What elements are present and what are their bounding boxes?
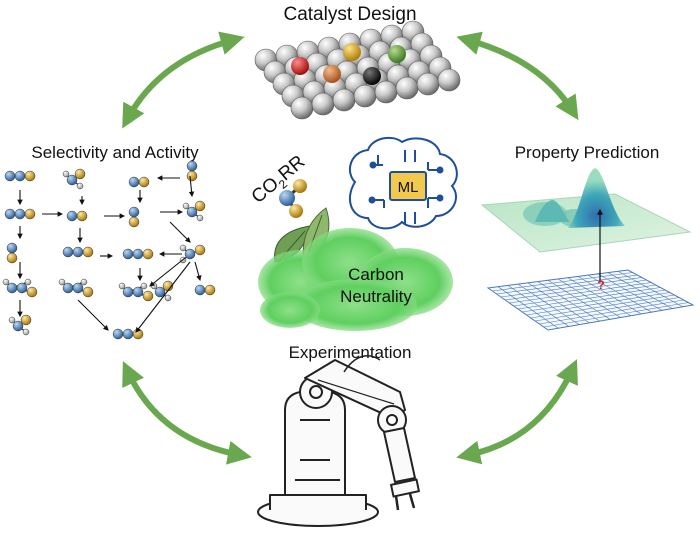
intermediate-molecule bbox=[8, 314, 32, 336]
intermediate-molecule bbox=[179, 244, 206, 264]
arrow-catalyst-to-prediction bbox=[456, 31, 579, 121]
intermediate-molecule bbox=[4, 208, 36, 220]
slab-atom bbox=[353, 84, 377, 108]
grid-line bbox=[522, 289, 666, 313]
neutrality-label: Neutrality bbox=[340, 287, 412, 306]
intermediate-molecule bbox=[182, 200, 206, 222]
slab-atom bbox=[416, 72, 440, 96]
catalyst-slab bbox=[254, 20, 461, 120]
grid-line bbox=[567, 277, 632, 316]
intermediate-molecule bbox=[66, 210, 88, 222]
cycle-arrows bbox=[122, 31, 579, 465]
ml-chip-label: ML bbox=[398, 179, 419, 196]
intermediate-molecule bbox=[186, 160, 198, 182]
intermediate-molecule bbox=[6, 242, 18, 264]
red-atom bbox=[291, 57, 309, 75]
grid-line bbox=[539, 299, 684, 325]
intermediate-molecule bbox=[2, 278, 38, 298]
grid-line bbox=[597, 273, 663, 311]
slab-atom bbox=[437, 68, 461, 92]
reaction-arrow bbox=[188, 175, 195, 198]
selectivity-activity-label: Selectivity and Activity bbox=[31, 143, 199, 162]
grid-line bbox=[526, 292, 670, 316]
intermediate-molecule bbox=[118, 282, 154, 302]
intermediate-molecule bbox=[62, 168, 86, 190]
reaction-arrow bbox=[77, 299, 109, 331]
grid-line bbox=[607, 272, 673, 309]
carbon-neutrality-cloud bbox=[258, 228, 453, 331]
ml-chip bbox=[389, 171, 427, 201]
gold-atom bbox=[343, 43, 361, 61]
intermediate-molecule bbox=[58, 278, 94, 298]
adsorbate-atoms bbox=[291, 43, 406, 85]
grid-line bbox=[543, 302, 689, 328]
reaction-network bbox=[2, 160, 216, 340]
slab-atom bbox=[290, 96, 314, 120]
experimentation-label: Experimentation bbox=[289, 343, 412, 362]
slab-atom bbox=[332, 88, 356, 112]
ml-brain-icon bbox=[348, 136, 458, 230]
intermediate-molecule bbox=[112, 328, 144, 340]
grid-line bbox=[517, 287, 661, 310]
energy-landscape bbox=[480, 168, 692, 253]
slab-atom bbox=[395, 76, 419, 100]
black-atom bbox=[363, 67, 381, 85]
green-atom bbox=[388, 45, 406, 63]
arrow-experiment-to-selectivity bbox=[122, 361, 252, 465]
reaction-arrow bbox=[169, 221, 191, 243]
intermediate-molecule bbox=[4, 170, 36, 182]
slab-atom bbox=[374, 80, 398, 104]
reaction-arrow bbox=[194, 261, 202, 282]
copper-atom bbox=[323, 65, 341, 83]
intermediate-molecule bbox=[62, 246, 94, 258]
arrow-selectivity-to-catalyst bbox=[122, 31, 245, 129]
grid-line bbox=[577, 276, 642, 315]
arrow-prediction-to-experiment bbox=[456, 359, 578, 465]
slab-atom bbox=[311, 92, 335, 116]
intermediate-molecule bbox=[194, 284, 216, 296]
robot-arm-illustration bbox=[257, 355, 420, 527]
query-marker: ? bbox=[597, 278, 604, 292]
grid-line bbox=[530, 294, 675, 319]
carbon-label: Carbon bbox=[348, 265, 404, 284]
reaction-arrow bbox=[149, 257, 186, 287]
intermediate-molecule bbox=[128, 176, 150, 188]
catalyst-design-label: Catalyst Design bbox=[283, 4, 416, 25]
intermediate-molecule bbox=[122, 248, 154, 260]
co2-molecule bbox=[279, 179, 307, 218]
parameter-grid bbox=[486, 269, 695, 331]
intermediate-molecule bbox=[128, 206, 140, 228]
reaction-arrow bbox=[135, 261, 191, 333]
property-prediction-label: Property Prediction bbox=[515, 143, 660, 162]
grid-line bbox=[535, 297, 680, 322]
grid-line bbox=[617, 271, 683, 308]
grid-line bbox=[587, 274, 652, 313]
